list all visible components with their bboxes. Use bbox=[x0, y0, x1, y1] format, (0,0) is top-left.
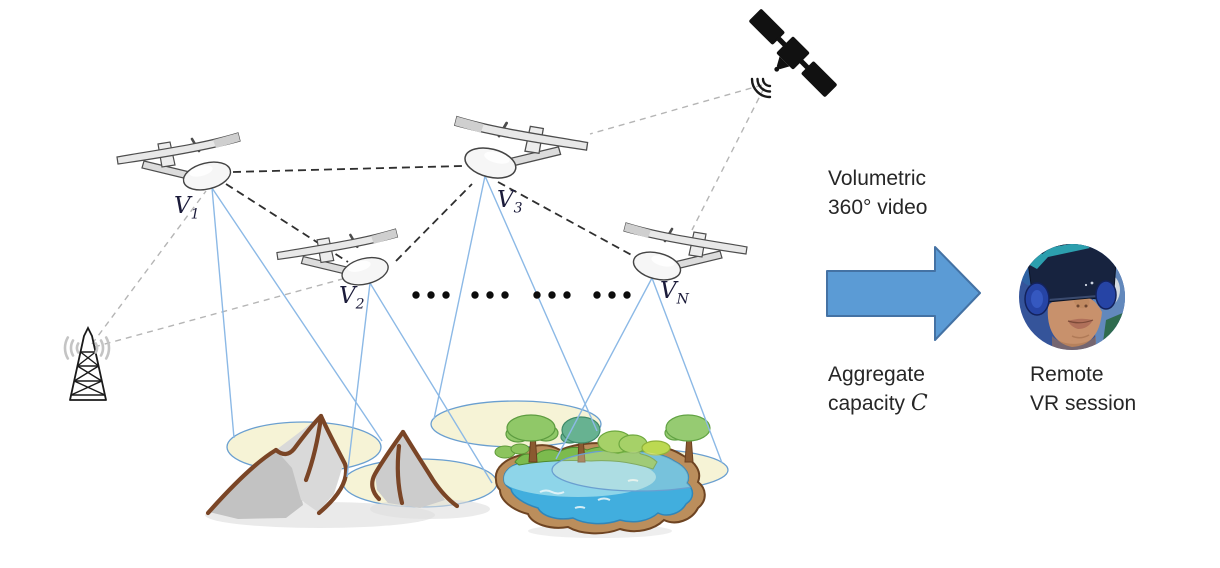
fov-cone-v2 bbox=[346, 282, 493, 484]
radio-tower-icon bbox=[63, 325, 111, 401]
link-tower-v1 bbox=[91, 190, 207, 345]
uav-label-v1: V1 bbox=[174, 193, 200, 223]
fov-cone-v3 bbox=[433, 175, 598, 432]
uav-label-v2: V2 bbox=[339, 283, 365, 313]
aggregate-capacity-label: Aggregate capacity C bbox=[828, 360, 928, 418]
link-v1-v3 bbox=[232, 165, 463, 173]
link-satellite-v3 bbox=[589, 84, 763, 135]
volumetric-line1: Volumetric bbox=[828, 167, 927, 190]
link-satellite-vn bbox=[691, 87, 765, 231]
uav-v3-icon bbox=[453, 115, 590, 185]
tower-signal-waves-icon bbox=[63, 336, 111, 360]
fov-cone-vn bbox=[555, 277, 723, 464]
link-tower-v2 bbox=[93, 274, 358, 348]
capacity-variable: C bbox=[910, 391, 928, 416]
vr-headset-user-photo bbox=[1019, 244, 1125, 350]
viewer-line1: Remote bbox=[1030, 363, 1104, 386]
trees-and-bushes bbox=[494, 414, 711, 470]
satellite-signal-waves-icon bbox=[750, 77, 772, 99]
fov-cones bbox=[211, 175, 723, 484]
link-v3-vn bbox=[497, 181, 638, 259]
ellipsis-dots-icon bbox=[412, 291, 631, 299]
satellite-icon bbox=[749, 9, 837, 99]
fov-cone-v1 bbox=[211, 187, 383, 442]
viewer-line2: VR session bbox=[1030, 392, 1137, 415]
capacity-line1: Aggregate bbox=[828, 363, 925, 386]
capacity-line2: capacity C bbox=[828, 391, 928, 416]
volumetric-line2: 360° video bbox=[828, 196, 928, 219]
remote-vr-session-label: Remote VR session bbox=[1030, 360, 1136, 418]
right-arrow-icon bbox=[826, 246, 981, 341]
link-v2-v3 bbox=[395, 183, 473, 262]
uav-vn-icon bbox=[622, 221, 749, 286]
backhaul-links bbox=[91, 84, 765, 348]
uav-v2-icon bbox=[275, 227, 399, 291]
inter-uav-links bbox=[225, 165, 638, 263]
mountains bbox=[205, 413, 490, 528]
volumetric-video-label: Volumetric 360° video bbox=[828, 164, 927, 222]
uav-label-v3: V3 bbox=[497, 187, 523, 217]
uav-label-vn: VN bbox=[660, 278, 689, 308]
uav-v1-icon bbox=[115, 131, 242, 196]
